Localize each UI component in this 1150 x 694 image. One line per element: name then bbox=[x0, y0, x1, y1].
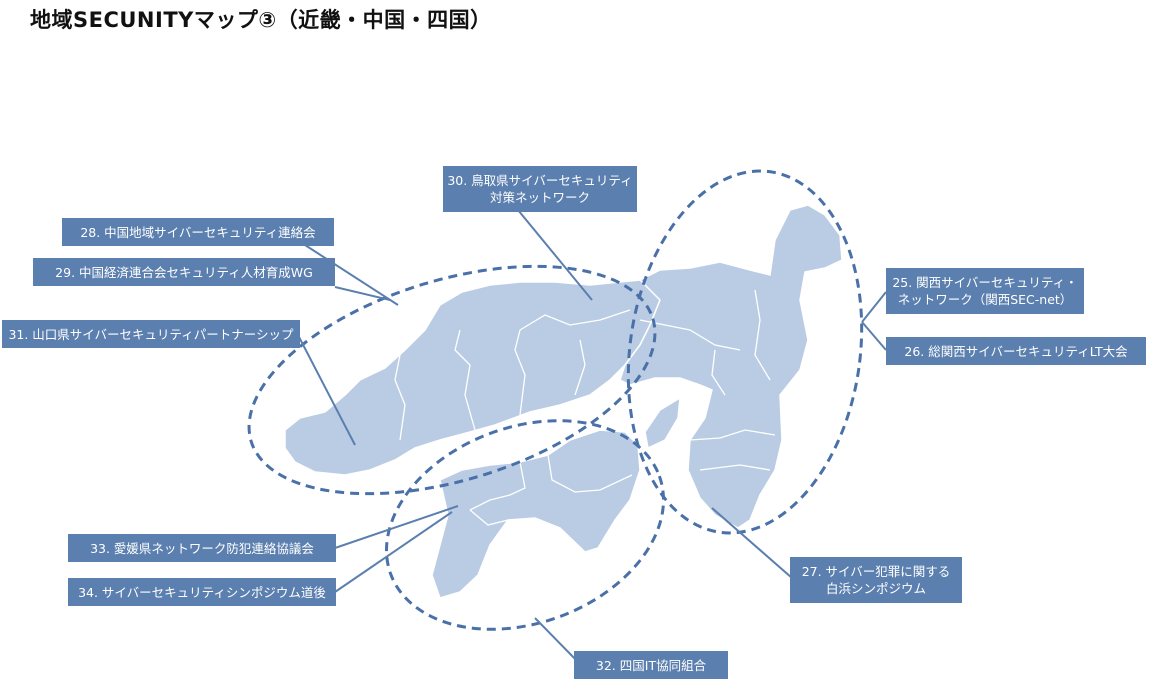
label-32: 32. 四国IT協同組合 bbox=[574, 651, 728, 679]
shikoku-region bbox=[431, 429, 641, 599]
label-33: 33. 愛媛県ネットワーク防犯連絡協議会 bbox=[68, 534, 336, 562]
label-34: 34. サイバーセキュリティシンポジウム道後 bbox=[68, 578, 336, 606]
connector-lines bbox=[297, 209, 887, 665]
label-30: 30. 鳥取県サイバーセキュリティ 対策ネットワーク bbox=[443, 166, 637, 212]
label-31: 31. 山口県サイバーセキュリティパートナーシップ bbox=[2, 320, 300, 348]
label-27: 27. サイバー犯罪に関する 白浜シンポジウム bbox=[790, 557, 962, 603]
kinki-ellipse bbox=[626, 169, 864, 535]
prefecture-borders bbox=[394, 289, 776, 526]
shikoku-ellipse bbox=[385, 419, 665, 631]
awaji-island bbox=[644, 396, 681, 450]
page-title: 地域SECUNITYマップ③（近畿・中国・四国） bbox=[30, 8, 492, 32]
label-26: 26. 総関西サイバーセキュリティLT大会 bbox=[886, 337, 1146, 365]
label-25: 25. 関西サイバーセキュリティ・ ネットワーク（関西SEC-net） bbox=[886, 268, 1084, 314]
label-29: 29. 中国経済連合会セキュリティ人材育成WG bbox=[33, 258, 335, 286]
kinki-region bbox=[619, 204, 843, 529]
label-28: 28. 中国地域サイバーセキュリティ連絡会 bbox=[62, 218, 334, 246]
